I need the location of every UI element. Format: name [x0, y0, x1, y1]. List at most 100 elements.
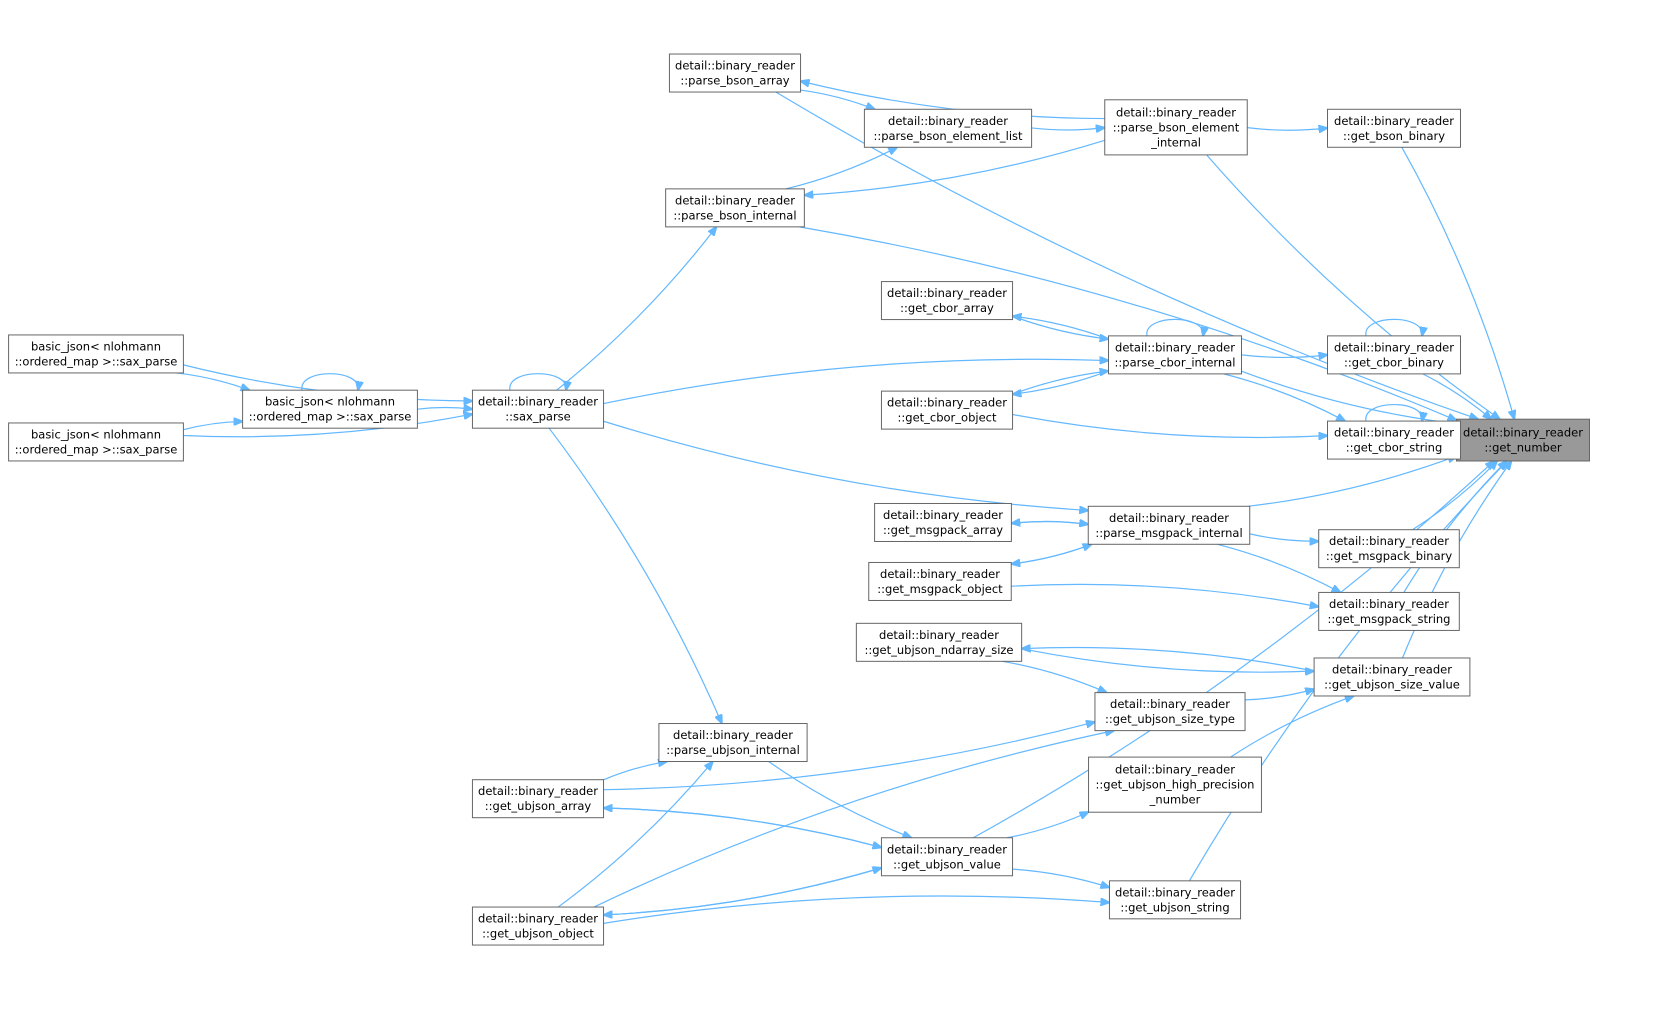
node-get_ubjson_high_precision_number[interactable]: detail::binary_reader::get_ubjson_high_p… — [1088, 756, 1262, 813]
node-label-line: ::get_cbor_binary — [1344, 355, 1444, 369]
node-label-line: detail::binary_reader — [887, 286, 1007, 300]
node-box — [880, 390, 1014, 430]
node-parse_bson_element_list[interactable]: detail::binary_reader::parse_bson_elemen… — [863, 108, 1033, 148]
node-label-line: _number — [1149, 793, 1201, 807]
node-label-line: ::sax_parse — [505, 410, 571, 424]
node-get_msgpack_array[interactable]: detail::binary_reader::get_msgpack_array — [874, 502, 1012, 542]
node-label-line: detail::binary_reader — [1109, 511, 1229, 525]
edge-sax_parse_reader-to-parse_msgpack_internal — [603, 420, 1089, 510]
node-box — [855, 622, 1023, 662]
edge-get_ubjson_value-to-get_ubjson_high_precision_number — [1006, 812, 1088, 839]
node-sax_parse_reader[interactable]: detail::binary_reader::sax_parse — [471, 389, 605, 429]
node-get_msgpack_object[interactable]: detail::binary_reader::get_msgpack_objec… — [868, 561, 1012, 601]
node-sax_parse_outer2[interactable]: basic_json< nlohmann::ordered_map >::sax… — [8, 422, 184, 462]
node-label-line: ::get_cbor_array — [900, 301, 994, 315]
node-get_ubjson_string[interactable]: detail::binary_reader::get_ubjson_string — [1108, 880, 1242, 920]
node-box — [471, 389, 605, 429]
node-parse_bson_array[interactable]: detail::binary_reader::parse_bson_array — [668, 53, 802, 93]
node-get_cbor_string[interactable]: detail::binary_reader::get_cbor_string — [1327, 420, 1461, 460]
edge-parse_msgpack_internal-to-get_msgpack_string — [1217, 543, 1341, 592]
edge-sax_parse_reader-to-parse_cbor_internal — [603, 359, 1109, 405]
edge-get_cbor_binary-to-get_cbor_binary — [1365, 318, 1422, 336]
node-box — [874, 502, 1012, 542]
node-parse_ubjson_internal[interactable]: detail::binary_reader::parse_ubjson_inte… — [658, 723, 808, 763]
node-label-line: ::get_ubjson_object — [482, 927, 594, 941]
node-get_bson_binary[interactable]: detail::binary_reader::get_bson_binary — [1327, 108, 1461, 148]
node-get_ubjson_size_value[interactable]: detail::binary_reader::get_ubjson_size_v… — [1313, 657, 1471, 697]
node-get_cbor_binary[interactable]: detail::binary_reader::get_cbor_binary — [1327, 335, 1461, 375]
node-label-line: detail::binary_reader — [883, 508, 1003, 522]
node-get_number[interactable]: detail::binary_reader::get_number — [1456, 418, 1590, 462]
node-label-line: ::ordered_map >::sax_parse — [15, 354, 178, 368]
node-label-line: ::get_ubjson_string — [1120, 900, 1229, 914]
node-get_ubjson_object[interactable]: detail::binary_reader::get_ubjson_object — [471, 906, 605, 946]
node-get_ubjson_ndarray_size[interactable]: detail::binary_reader::get_ubjson_ndarra… — [855, 622, 1023, 662]
node-label-line: detail::binary_reader — [1463, 426, 1583, 440]
edge-get_ubjson_ndarray_size-to-get_ubjson_size_type — [1002, 660, 1106, 692]
edge-parse_bson_element_list-to-parse_bson_element_internal — [1031, 128, 1105, 130]
edge-parse_msgpack_internal-to-get_msgpack_binary — [1249, 533, 1319, 541]
node-box — [1094, 692, 1246, 732]
node-box — [868, 561, 1012, 601]
node-label-line: detail::binary_reader — [1329, 597, 1449, 611]
nodes-layer: detail::binary_reader::get_numberdetail:… — [8, 53, 1590, 946]
node-label-line: detail::binary_reader — [1110, 697, 1230, 711]
edge-get_ubjson_object-to-get_ubjson_value — [603, 868, 882, 916]
edge-sax_parse_reader-to-sax_parse_reader — [509, 373, 566, 391]
edge-parse_msgpack_internal-to-get_number — [1247, 456, 1457, 507]
edge-parse_cbor_internal-to-get_number — [1241, 370, 1457, 424]
node-get_cbor_object[interactable]: detail::binary_reader::get_cbor_object — [880, 390, 1014, 430]
edge-get_cbor_object-to-get_cbor_string — [1012, 413, 1328, 438]
edge-parse_cbor_internal-to-get_cbor_string — [1223, 373, 1345, 421]
node-label-line: detail::binary_reader — [673, 728, 793, 742]
edge-get_ubjson_object-to-get_ubjson_string — [603, 895, 1110, 924]
node-label-line: ::parse_bson_internal — [673, 208, 796, 222]
node-get_cbor_array[interactable]: detail::binary_reader::get_cbor_array — [880, 281, 1014, 321]
node-get_ubjson_value[interactable]: detail::binary_reader::get_ubjson_value — [880, 837, 1014, 877]
edge-get_bson_binary-to-get_number — [1401, 146, 1514, 419]
node-box — [863, 108, 1033, 148]
node-get_ubjson_array[interactable]: detail::binary_reader::get_ubjson_array — [471, 779, 605, 819]
node-get_ubjson_size_type[interactable]: detail::binary_reader::get_ubjson_size_t… — [1094, 692, 1246, 732]
node-box — [658, 723, 808, 763]
edge-get_ubjson_size_type-to-get_ubjson_size_value — [1245, 689, 1314, 701]
node-sax_parse_mid[interactable]: basic_json< nlohmann::ordered_map >::sax… — [242, 389, 418, 429]
node-box — [8, 422, 184, 462]
node-label-line: detail::binary_reader — [1115, 340, 1235, 354]
node-box — [880, 281, 1014, 321]
node-box — [1104, 99, 1248, 156]
node-label-line: detail::binary_reader — [887, 396, 1007, 410]
node-label-line: ::get_ubjson_size_value — [1324, 677, 1460, 691]
node-label-line: ::parse_bson_element — [1113, 120, 1240, 134]
node-label-line: ::parse_cbor_internal — [1115, 355, 1236, 369]
edge-parse_bson_array-to-parse_bson_element_list — [800, 89, 875, 109]
edge-sax_parse_reader-to-parse_ubjson_internal — [548, 427, 722, 723]
node-get_msgpack_string[interactable]: detail::binary_reader::get_msgpack_strin… — [1318, 591, 1460, 631]
edge-parse_cbor_internal-to-parse_cbor_internal — [1146, 318, 1203, 336]
node-sax_parse_outer1[interactable]: basic_json< nlohmann::ordered_map >::sax… — [8, 334, 184, 374]
node-label-line: detail::binary_reader — [1334, 114, 1454, 128]
node-parse_msgpack_internal[interactable]: detail::binary_reader::parse_msgpack_int… — [1087, 505, 1251, 545]
node-label-line: detail::binary_reader — [675, 193, 795, 207]
node-label-line: ::get_cbor_string — [1346, 441, 1443, 455]
node-box — [1313, 657, 1471, 697]
edge-get_ubjson_array-to-get_ubjson_size_type — [603, 722, 1095, 791]
node-label-line: detail::binary_reader — [1334, 426, 1454, 440]
node-label-line: ::parse_bson_element_list — [873, 129, 1023, 143]
node-parse_cbor_internal[interactable]: detail::binary_reader::parse_cbor_intern… — [1108, 335, 1242, 375]
node-label-line: detail::binary_reader — [879, 628, 999, 642]
node-label-line: ::get_msgpack_binary — [1326, 549, 1453, 563]
edge-sax_parse_outer2-to-sax_parse_reader — [183, 414, 472, 438]
node-box — [880, 837, 1014, 877]
node-label-line: ::get_ubjson_size_type — [1105, 712, 1235, 726]
edge-sax_parse_mid-to-sax_parse_reader — [417, 408, 472, 410]
edge-sax_parse_reader-to-parse_bson_internal — [556, 227, 717, 391]
node-box — [242, 389, 418, 429]
node-box — [1108, 335, 1242, 375]
node-parse_bson_element_internal[interactable]: detail::binary_reader::parse_bson_elemen… — [1104, 99, 1248, 156]
edge-parse_cbor_internal-to-get_cbor_object — [1013, 370, 1109, 394]
node-get_msgpack_binary[interactable]: detail::binary_reader::get_msgpack_binar… — [1318, 529, 1460, 569]
node-parse_bson_internal[interactable]: detail::binary_reader::parse_bson_intern… — [665, 188, 805, 228]
node-label-line: detail::binary_reader — [1116, 105, 1236, 119]
edge-get_ubjson_object-to-get_ubjson_size_type — [593, 731, 1114, 908]
